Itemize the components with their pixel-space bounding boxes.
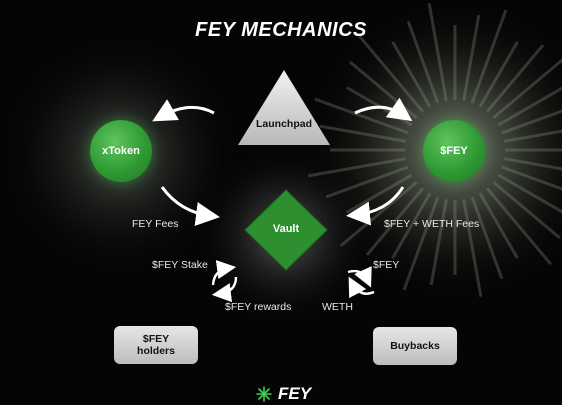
burst-ray bbox=[478, 40, 519, 108]
fey-rewards-label: $FEY rewards bbox=[225, 301, 292, 313]
burst-ray bbox=[501, 109, 562, 135]
burst-ray bbox=[429, 198, 448, 286]
burst-ray bbox=[497, 86, 562, 127]
burst-ray bbox=[314, 97, 409, 135]
burst-ray bbox=[402, 196, 440, 291]
arrow-stake-cycle-top bbox=[211, 260, 237, 286]
burst-ray bbox=[492, 180, 561, 240]
fey-logo-icon bbox=[256, 386, 272, 402]
burst-ray bbox=[365, 187, 425, 256]
weth-label: WETH bbox=[322, 301, 353, 313]
burst-ray bbox=[492, 58, 562, 120]
fey-holders-line1: $FEY bbox=[142, 333, 170, 345]
burst-ray bbox=[470, 9, 508, 104]
burst-ray bbox=[427, 3, 448, 102]
burst-ray bbox=[462, 198, 483, 297]
burst-ray bbox=[501, 165, 562, 191]
arrow-launchpad-to-xtoken bbox=[152, 99, 215, 122]
burst-ray bbox=[319, 124, 407, 143]
fey-weth-fees-label: $FEY + WETH Fees bbox=[384, 218, 480, 230]
fey-stake-label: $FEY Stake bbox=[152, 259, 208, 271]
burst-ray bbox=[391, 192, 432, 260]
arrow-fey-to-vault bbox=[346, 186, 405, 226]
arrow-buyback-cycle-top bbox=[347, 266, 372, 288]
fey-fees-label: FEY Fees bbox=[132, 218, 179, 230]
burst-ray bbox=[503, 129, 562, 143]
burst-ray bbox=[485, 44, 545, 113]
arrow-launchpad-to-fey bbox=[354, 97, 413, 122]
vault-label: Vault bbox=[272, 223, 300, 235]
burst-ray bbox=[470, 196, 504, 280]
fey-label: $FEY bbox=[440, 145, 468, 157]
burst-ray bbox=[339, 180, 418, 247]
burst-ray bbox=[497, 173, 562, 214]
buybacks-label: Buybacks bbox=[390, 340, 440, 352]
footer-brand: FEY bbox=[256, 384, 311, 404]
burst-ray bbox=[325, 165, 409, 199]
footer-brand-text: FEY bbox=[278, 384, 312, 403]
vault-diamond bbox=[244, 189, 328, 271]
fey-holders-line2: holders bbox=[137, 345, 175, 357]
launchpad-triangle bbox=[238, 70, 330, 145]
page-title: FEY MECHANICS bbox=[195, 19, 367, 41]
burst-ray bbox=[308, 157, 407, 178]
burst-ray bbox=[406, 20, 440, 104]
burst-ray bbox=[478, 192, 519, 260]
launchpad-label: Launchpad bbox=[255, 118, 312, 130]
fey-holders-box: $FEY holders bbox=[114, 326, 198, 364]
burst-ray bbox=[462, 14, 481, 102]
buybacks-box: Buybacks bbox=[373, 327, 457, 365]
burst-ray bbox=[503, 157, 562, 171]
fey-node: $FEY bbox=[423, 120, 485, 182]
xtoken-label: xToken bbox=[102, 145, 140, 157]
xtoken-node: xToken bbox=[90, 120, 152, 182]
burst-ray bbox=[485, 187, 552, 266]
arrow-buyback-cycle-bottom bbox=[348, 276, 375, 299]
arrow-xtoken-to-vault bbox=[160, 186, 220, 226]
fey-buyback-label: $FEY bbox=[373, 259, 400, 271]
burst-ray bbox=[391, 40, 432, 108]
arrow-stake-cycle-bottom bbox=[211, 276, 238, 303]
